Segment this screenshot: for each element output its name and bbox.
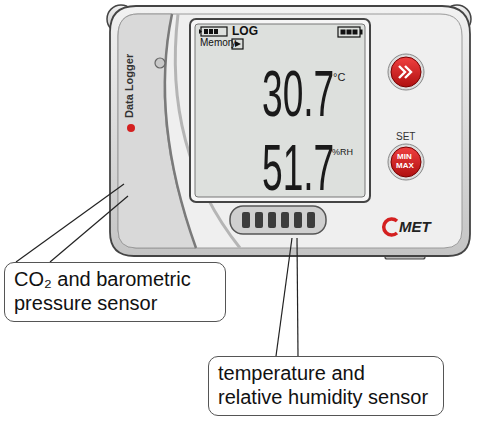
button-rim	[388, 144, 424, 180]
next-button	[391, 57, 421, 87]
callout-box: temperature and relative humidity sensor	[208, 356, 444, 416]
memory-icon	[199, 27, 227, 36]
status-led	[155, 58, 165, 68]
lcd-indicator: Memory	[200, 38, 236, 48]
temperature-reading: 30.7	[262, 62, 334, 126]
brand-logo: MET	[399, 219, 431, 234]
lcd-indicator: LOG	[232, 25, 258, 37]
button-rim	[388, 54, 424, 90]
logo-c	[384, 219, 397, 235]
battery-icon	[338, 27, 363, 37]
unit-label: °C	[333, 72, 345, 83]
button-label: MIN	[397, 153, 412, 161]
logo-mark	[127, 124, 135, 132]
callout-text: CO₂ and barometric pressure sensor	[14, 267, 216, 315]
callout-box: CO₂ and barometric pressure sensor	[4, 262, 226, 322]
humidity-reading: 51.7	[262, 136, 334, 200]
housing	[110, 6, 470, 256]
grille-slot	[242, 212, 250, 228]
callout-text: temperature and relative humidity sensor	[218, 361, 434, 409]
grille-slots	[242, 212, 315, 228]
brand-text: Data Logger	[124, 54, 135, 118]
grille-slot	[255, 212, 263, 228]
lcd-frame	[190, 19, 370, 202]
grille-slot	[294, 212, 302, 228]
grille-slot	[281, 212, 289, 228]
grille-slot	[307, 212, 315, 228]
sensor-grille	[230, 206, 326, 234]
button-label: MAX	[396, 162, 414, 170]
unit-label: %RH	[332, 148, 353, 157]
button-label: SET	[396, 132, 415, 142]
next-symbol	[399, 66, 411, 78]
front-face	[118, 14, 462, 248]
grille-slot	[268, 212, 276, 228]
minmax-button	[391, 147, 421, 177]
